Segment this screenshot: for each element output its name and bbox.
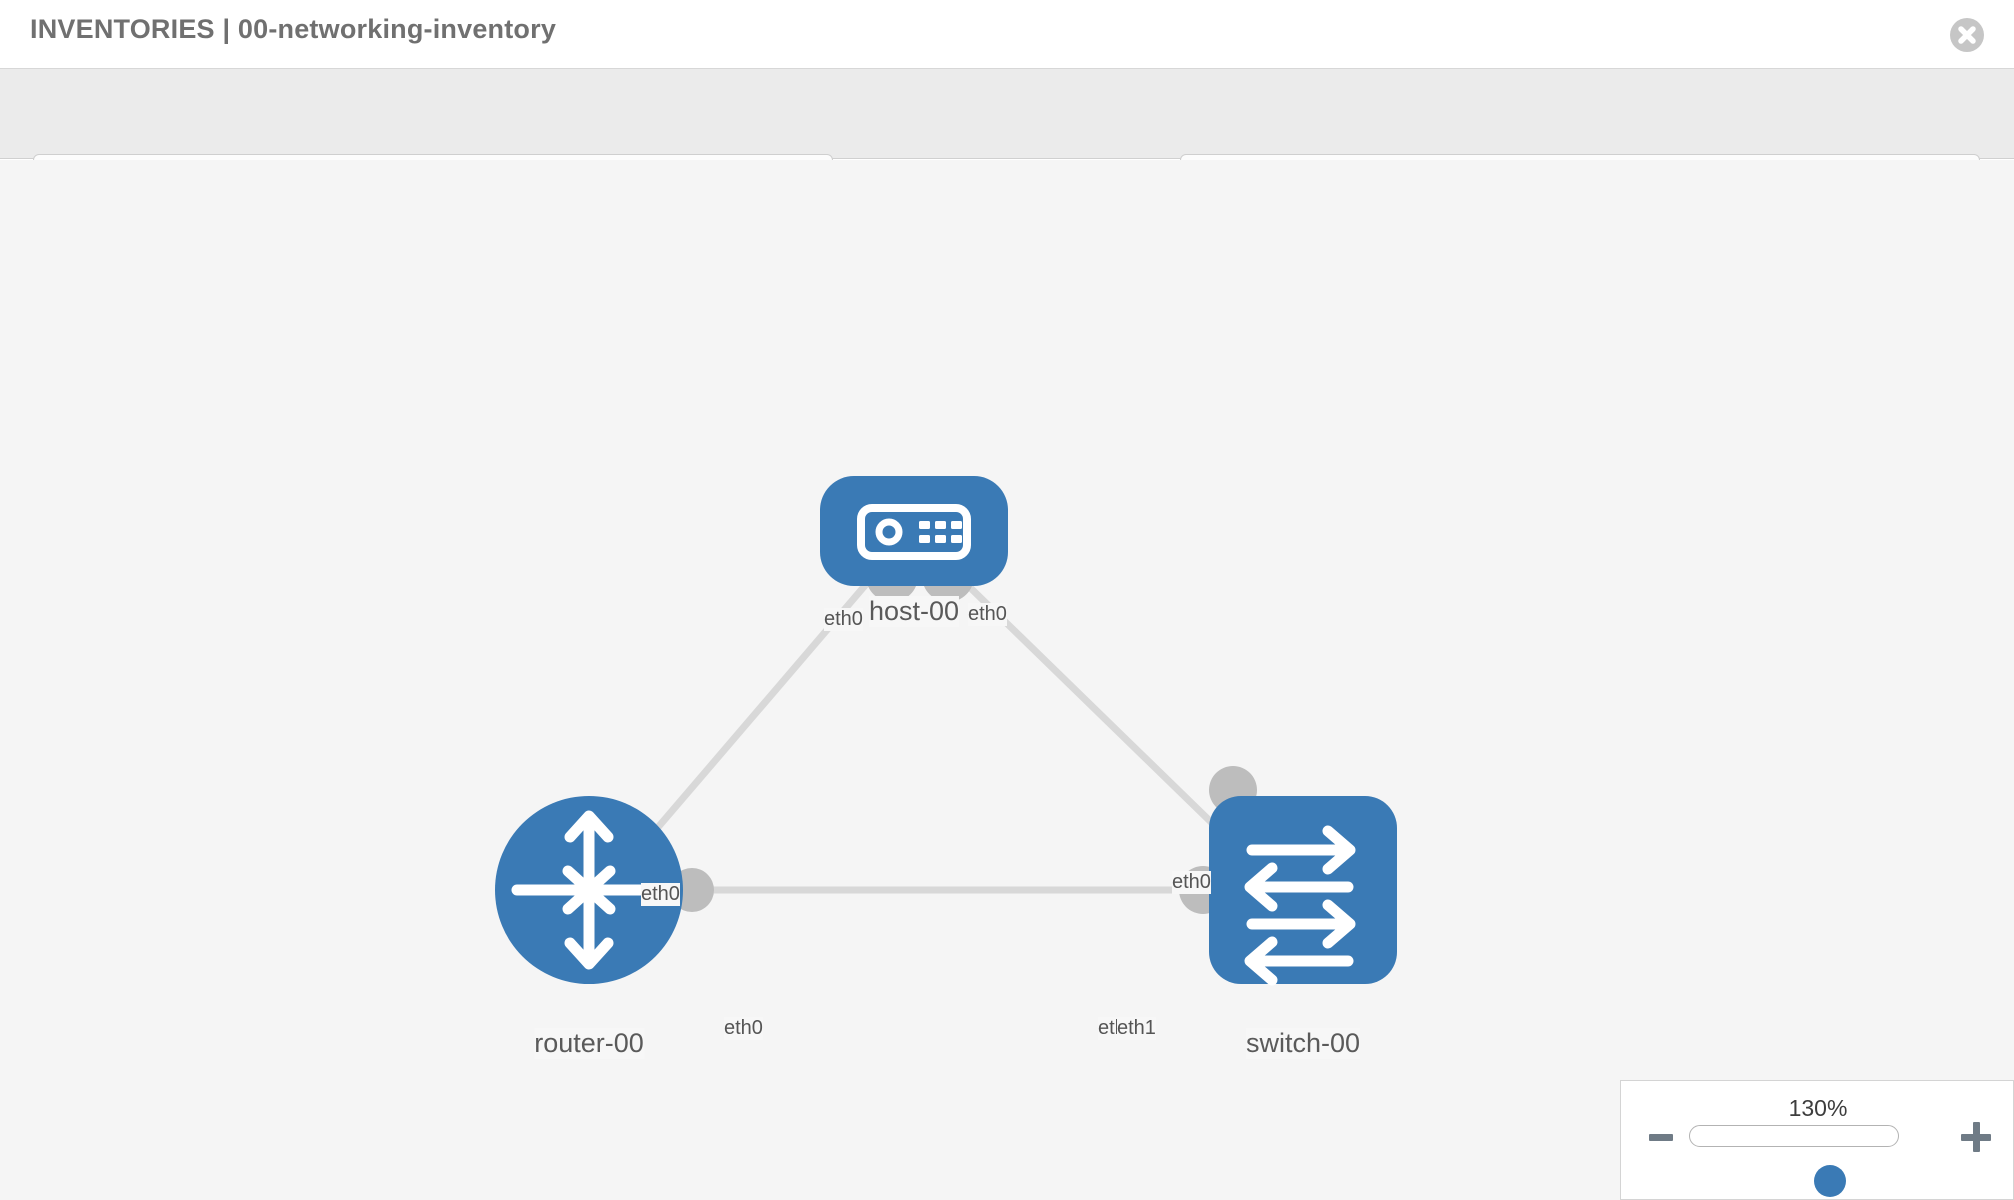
close-icon[interactable] — [1950, 18, 1984, 52]
zoom-in-button[interactable] — [1961, 1122, 1991, 1152]
topology-graph — [495, 476, 1397, 986]
zoom-control-panel: 130% — [1620, 1080, 2014, 1200]
topology-connectors — [670, 550, 1257, 914]
zoom-slider-thumb[interactable] — [1814, 1165, 1846, 1197]
zoom-slider-track[interactable] — [1689, 1125, 1899, 1197]
link-host00-switch00 — [947, 565, 1253, 863]
toolbar: ACTIONS SEARCH — [0, 69, 2014, 206]
link-host00-router00 — [627, 565, 883, 863]
title-bar: INVENTORIES | 00-networking-inventory — [0, 0, 2014, 69]
topology-links — [627, 565, 1253, 894]
topology-canvas[interactable]: host-00 router-00 switch-00 eth0 eth0 et… — [0, 160, 2014, 1200]
node-switch-00 — [1209, 796, 1397, 986]
node-router-00 — [495, 796, 683, 984]
server-icon — [857, 504, 971, 560]
zoom-out-button[interactable] — [1649, 1134, 1673, 1141]
page-title: INVENTORIES | 00-networking-inventory — [30, 14, 557, 44]
zoom-level-value: 130% — [1788, 1095, 1848, 1121]
switch-arrows-icon — [1244, 825, 1356, 986]
node-host-00 — [820, 476, 1008, 586]
